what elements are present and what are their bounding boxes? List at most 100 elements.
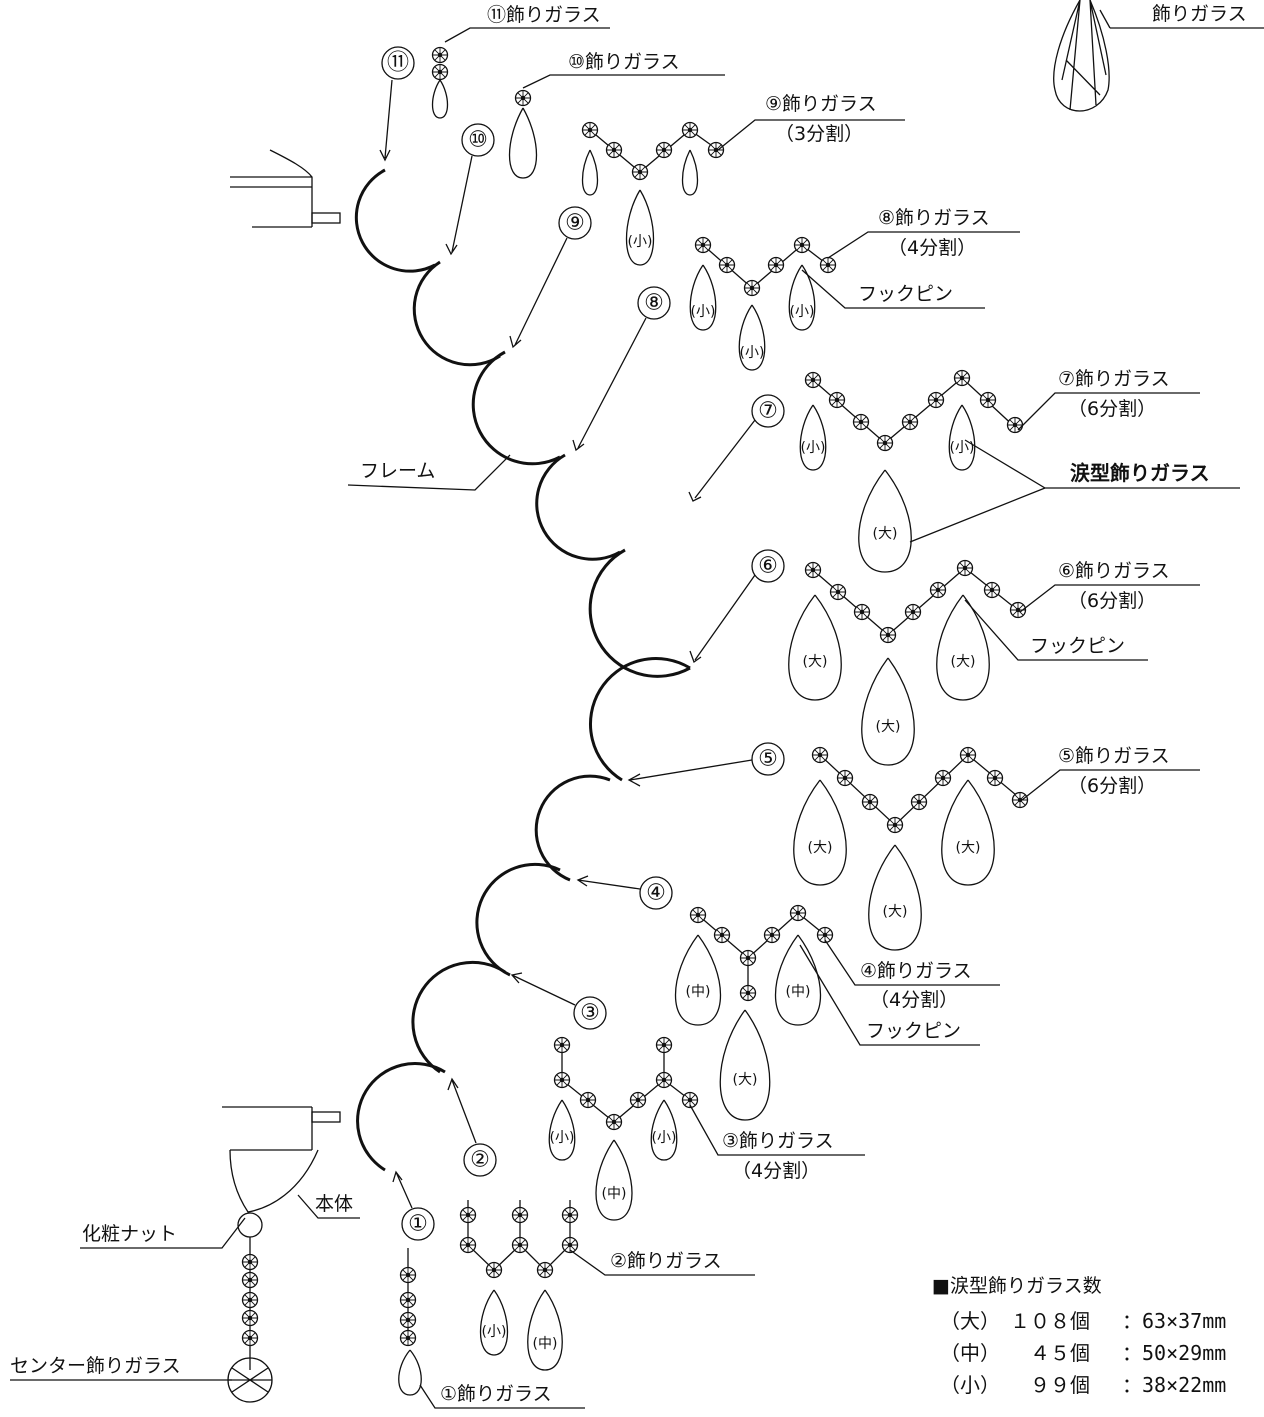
svg-text:⑪: ⑪ bbox=[387, 51, 409, 76]
callout-7: ⑦飾りガラス bbox=[1058, 368, 1170, 390]
svg-text:⑥: ⑥ bbox=[758, 554, 778, 579]
glass-assembly-8: (小) (小) (小) bbox=[689, 236, 837, 371]
size-label: (小) bbox=[691, 304, 716, 320]
teardrop-count-legend: ■涙型飾りガラス数 （大） １０８個 ：63×37mm （中） ４５個 ：50×… bbox=[932, 1274, 1226, 1397]
step-number-9: ⑨ bbox=[558, 206, 592, 240]
legend-row-medium-dim: ：50×29mm bbox=[1122, 1341, 1226, 1365]
glass-assembly-11 bbox=[431, 46, 449, 119]
size-label: (中) bbox=[602, 1186, 627, 1202]
svg-text:⑦: ⑦ bbox=[758, 399, 778, 424]
legend-row-medium-label: （中） bbox=[940, 1341, 1000, 1365]
legend-row-large-count: １０８個 bbox=[1010, 1309, 1090, 1333]
callout-3-division: （4分割） bbox=[732, 1160, 820, 1182]
step-number-5: ⑤ bbox=[751, 742, 785, 776]
callout-7-division: （6分割） bbox=[1068, 398, 1156, 420]
callout-frame: フレーム bbox=[360, 460, 435, 482]
glass-assembly-9: (小) bbox=[581, 121, 725, 266]
size-label: (小) bbox=[801, 440, 826, 456]
legend-row-small-label: （小） bbox=[940, 1373, 1000, 1397]
corner-teardrop-icon bbox=[1053, 0, 1110, 112]
legend-row-large-dim: ：63×37mm bbox=[1122, 1309, 1226, 1333]
size-label: (大) bbox=[803, 654, 828, 670]
glass-assembly-7: (小) (小) (大) bbox=[799, 369, 1024, 573]
corner-label: 飾りガラス bbox=[1152, 3, 1247, 25]
step-number-3: ③ bbox=[573, 996, 607, 1030]
legend-title: ■涙型飾りガラス数 bbox=[932, 1274, 1102, 1297]
size-label: (小) bbox=[740, 345, 765, 361]
callout-3: ③飾りガラス bbox=[722, 1130, 834, 1152]
svg-text:⑧: ⑧ bbox=[644, 291, 664, 316]
callout-5: ⑤飾りガラス bbox=[1058, 745, 1170, 767]
callout-6-hookpin: フックピン bbox=[1030, 635, 1125, 657]
callout-body: 本体 bbox=[315, 1193, 353, 1215]
callout-4-division: （4分割） bbox=[870, 989, 958, 1011]
legend-row-small-count: ９９個 bbox=[1010, 1373, 1090, 1397]
size-label: (大) bbox=[808, 840, 833, 856]
center-glass-assembly bbox=[227, 1212, 273, 1403]
size-label: (大) bbox=[873, 526, 898, 542]
step-number-1: ① bbox=[401, 1207, 435, 1241]
callout-4: ④飾りガラス bbox=[860, 960, 972, 982]
size-label: (中) bbox=[533, 1336, 558, 1352]
svg-text:④: ④ bbox=[646, 881, 666, 906]
leader-arrows bbox=[379, 79, 756, 1209]
svg-text:①: ① bbox=[408, 1212, 428, 1237]
callout-8-division: （4分割） bbox=[888, 237, 976, 259]
size-label: (大) bbox=[876, 719, 901, 735]
size-label: (大) bbox=[956, 840, 981, 856]
svg-text:⑤: ⑤ bbox=[758, 747, 778, 772]
callout-10: ⑩飾りガラス bbox=[568, 51, 680, 73]
callout-9: ⑨飾りガラス bbox=[765, 93, 877, 115]
size-label: (小) bbox=[482, 1324, 507, 1340]
step-number-8: ⑧ bbox=[637, 286, 671, 320]
size-label: (小) bbox=[550, 1130, 575, 1146]
size-label: (小) bbox=[652, 1130, 677, 1146]
callout-teardrop-glass: 涙型飾りガラス bbox=[1070, 461, 1210, 485]
svg-text:②: ② bbox=[470, 1148, 490, 1173]
glass-assembly-2: (小) (中) bbox=[459, 1200, 579, 1371]
legend-row-small-dim: ：38×22mm bbox=[1122, 1373, 1226, 1397]
callout-5-division: （6分割） bbox=[1068, 775, 1156, 797]
svg-text:③: ③ bbox=[580, 1001, 600, 1026]
size-label: (大) bbox=[883, 904, 908, 920]
callout-lines bbox=[10, 27, 1240, 1409]
svg-text:⑩: ⑩ bbox=[468, 128, 488, 153]
callout-4-hookpin: フックピン bbox=[866, 1020, 961, 1042]
step-number-7: ⑦ bbox=[751, 394, 785, 428]
glass-assembly-6: (大) (大) (大) bbox=[788, 559, 1027, 766]
callout-2: ②飾りガラス bbox=[610, 1250, 722, 1272]
corner-leader bbox=[1099, 9, 1111, 29]
glass-assembly-1 bbox=[398, 1248, 422, 1396]
step-number-11: ⑪ bbox=[381, 46, 415, 80]
callout-1: ①飾りガラス bbox=[440, 1383, 552, 1405]
callout-8-hookpin: フックピン bbox=[858, 283, 953, 305]
frame-structure bbox=[222, 149, 691, 1213]
glass-assembly-3: (小) (小) (中) bbox=[548, 1036, 699, 1221]
glass-assembly-5: (大) (大) (大) bbox=[793, 746, 1029, 951]
svg-text:⑨: ⑨ bbox=[565, 211, 585, 236]
size-label: (中) bbox=[686, 984, 711, 1000]
callout-6-division: （6分割） bbox=[1068, 590, 1156, 612]
glass-assembly-10 bbox=[508, 89, 538, 179]
callout-8: ⑧飾りガラス bbox=[878, 207, 990, 229]
size-label: (中) bbox=[786, 984, 811, 1000]
step-number-2: ② bbox=[463, 1143, 497, 1177]
step-number-10: ⑩ bbox=[461, 123, 495, 157]
callout-nut: 化粧ナット bbox=[82, 1223, 177, 1245]
size-label: (小) bbox=[790, 304, 815, 320]
legend-row-large-label: （大） bbox=[940, 1309, 1000, 1333]
callout-6: ⑥飾りガラス bbox=[1058, 560, 1170, 582]
glass-assembly-4: (中) (中) (大) bbox=[674, 904, 834, 1121]
size-label: (小) bbox=[628, 234, 653, 250]
size-label: (小) bbox=[950, 440, 975, 456]
step-number-4: ④ bbox=[639, 876, 673, 910]
size-label: (大) bbox=[733, 1072, 758, 1088]
callout-11: ⑪飾りガラス bbox=[487, 4, 601, 26]
legend-row-medium-count: ４５個 bbox=[1010, 1341, 1090, 1365]
callout-center-glass: センター飾りガラス bbox=[10, 1355, 181, 1377]
step-number-6: ⑥ bbox=[751, 549, 785, 583]
size-label: (大) bbox=[951, 654, 976, 670]
callout-9-division: （3分割） bbox=[775, 123, 863, 145]
